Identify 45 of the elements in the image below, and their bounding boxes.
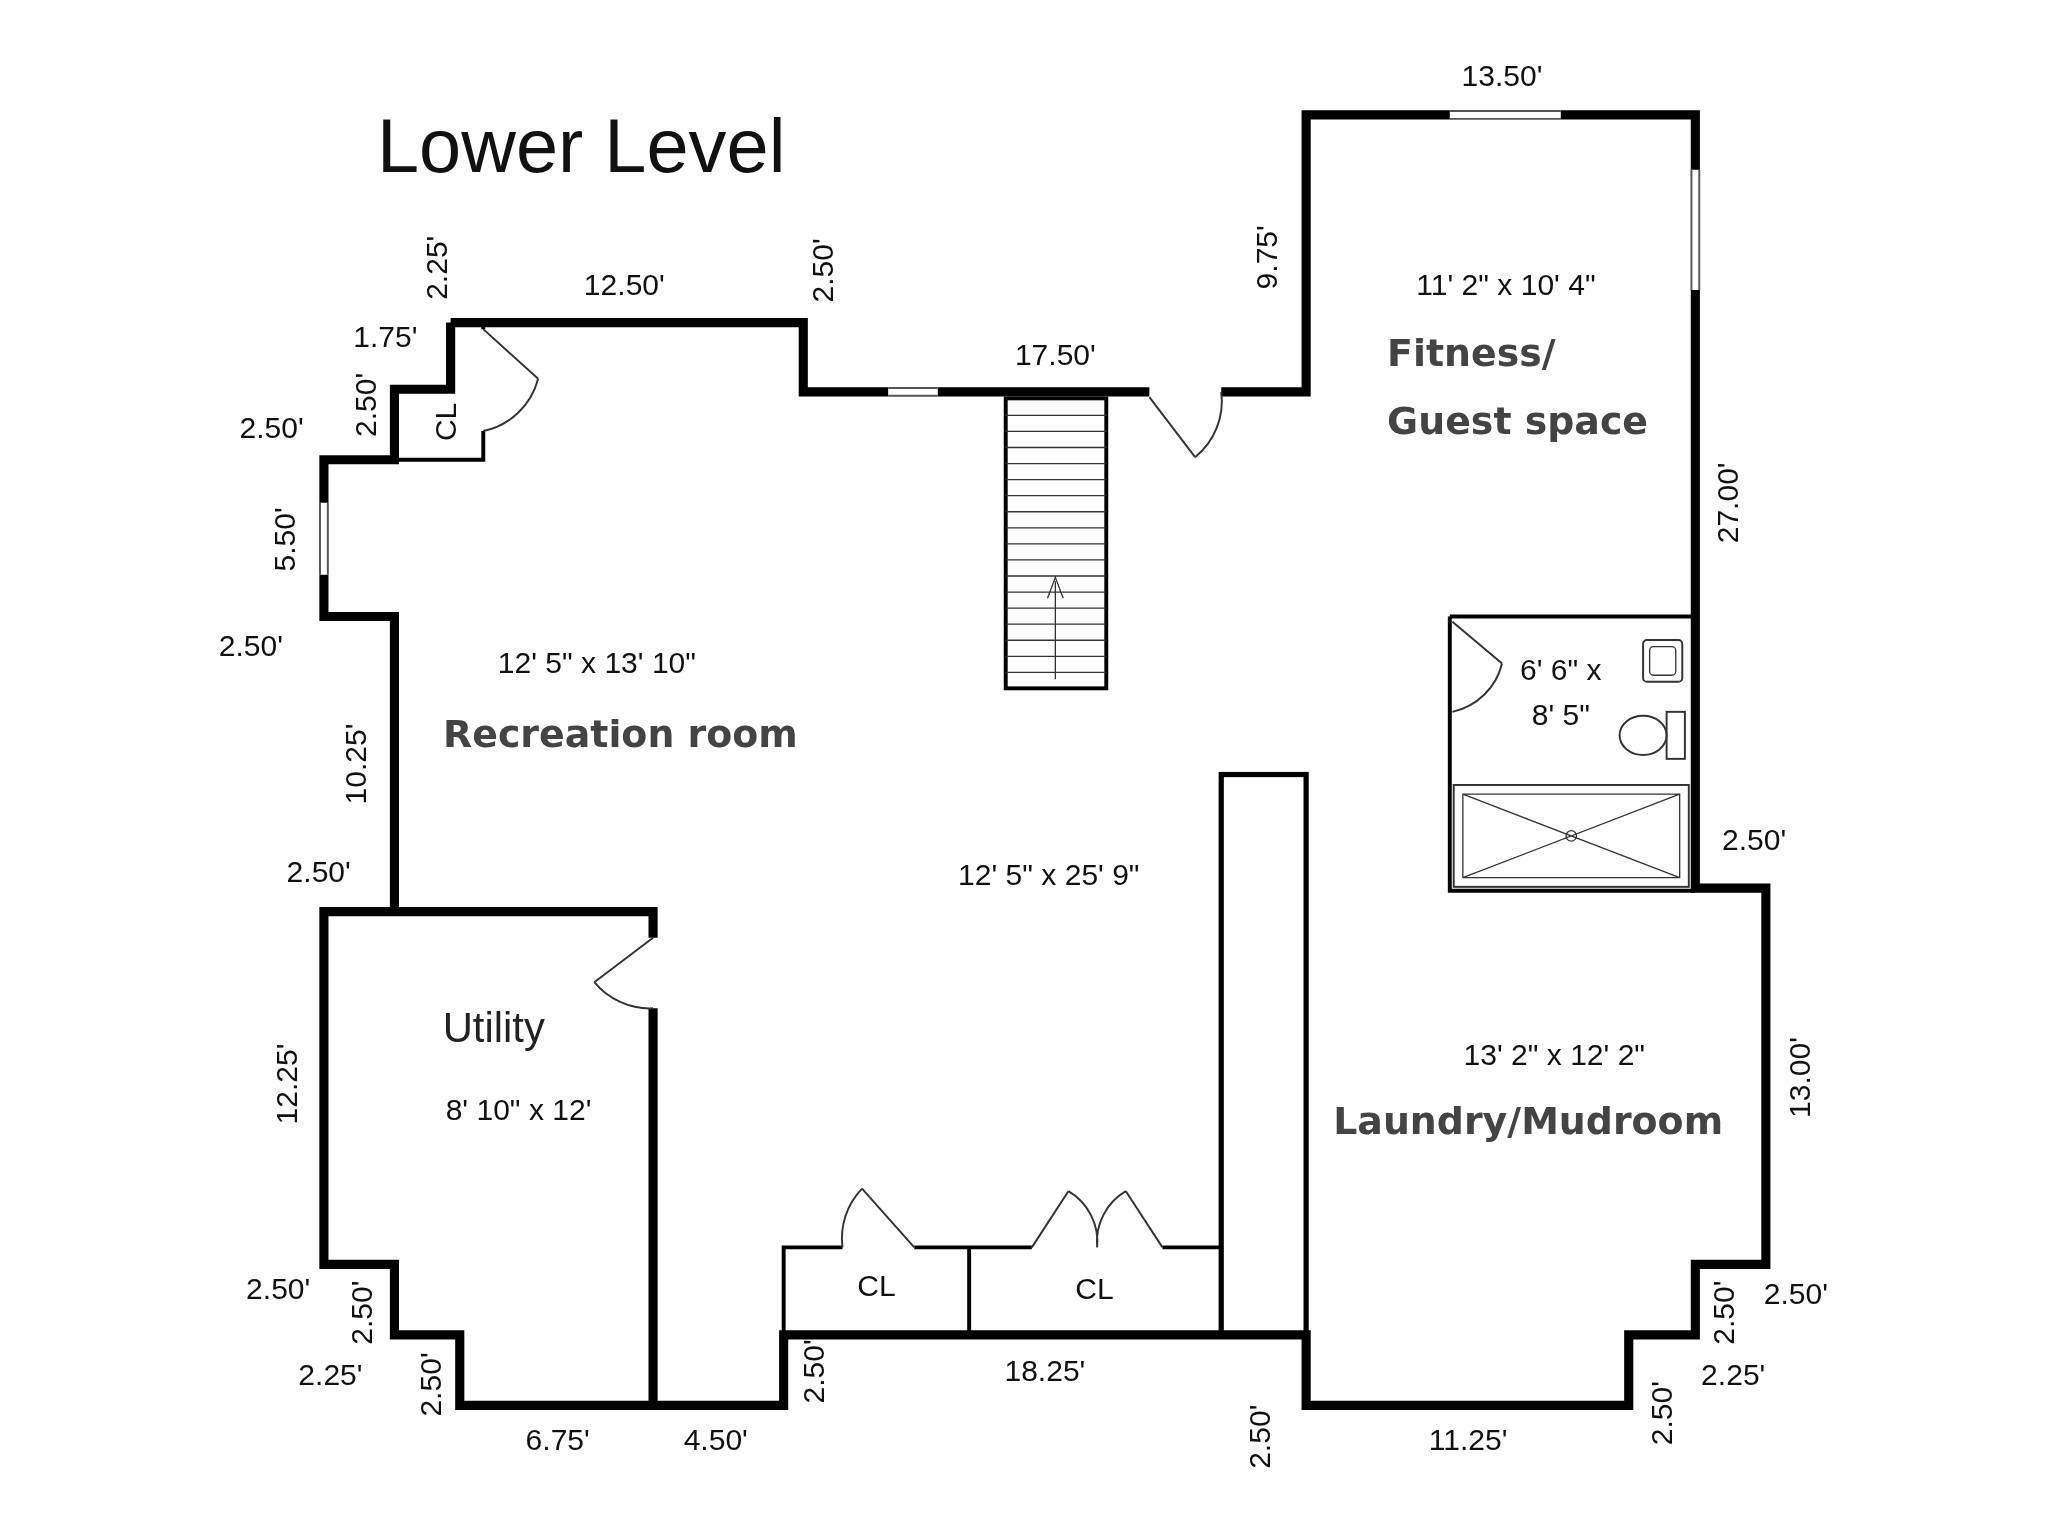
- dimension-text: 2.50': [246, 1274, 311, 1305]
- dimension-text: 5.50': [269, 507, 300, 572]
- dimension-text: 2.50': [239, 413, 304, 444]
- dimension-text: 2.25': [1701, 1360, 1766, 1391]
- dimension-text: 2.50': [1722, 824, 1787, 855]
- room-name: Utility: [442, 1007, 545, 1049]
- closet-label: CL: [1075, 1274, 1114, 1305]
- dimension-text: 18.25': [1004, 1356, 1086, 1387]
- closet-label: CL: [431, 402, 462, 442]
- dimension-text: 2.50': [807, 238, 838, 303]
- room-name: Laundry/Mudroom: [1332, 1097, 1725, 1145]
- dimension-text: 2.25': [298, 1360, 363, 1391]
- dimension-text: 12.50': [583, 269, 665, 300]
- dimension-text: 2.50': [1647, 1381, 1678, 1446]
- dimension-text: 9.75': [1251, 225, 1282, 290]
- dimension-text: 27.00': [1713, 462, 1743, 544]
- room-dimensions: 12' 5" x 13' 10": [497, 648, 696, 679]
- dimension-text: 2.50': [346, 1280, 377, 1345]
- dimension-text: 2.50': [350, 372, 381, 437]
- dimension-text: 2.50': [416, 1352, 447, 1417]
- room-dimensions: 13' 2" x 12' 2": [1463, 1040, 1645, 1071]
- dimension-text: 2.50': [1709, 1280, 1740, 1345]
- dimension-text: 2.25': [422, 235, 453, 300]
- room-dimensions: 11' 2" x 10' 4": [1416, 269, 1596, 300]
- dimension-text: 13.00': [1784, 1037, 1815, 1118]
- dimension-text: 6.75': [525, 1425, 590, 1456]
- room-name: Recreation room: [442, 710, 799, 759]
- dimension-text: 1.75': [353, 321, 418, 352]
- dimension-text: 2.50': [1763, 1279, 1828, 1310]
- dimension-text: 2.50': [286, 857, 351, 888]
- room-dimensions: 12' 5" x 25' 9": [958, 860, 1140, 891]
- dimension-text: 12.25': [272, 1043, 303, 1125]
- closet-label: CL: [857, 1271, 896, 1302]
- dimension-text: 17.50': [1014, 340, 1096, 371]
- floor-title: Lower Level: [377, 108, 786, 185]
- dimension-text: 2.50': [218, 631, 283, 662]
- room-name: Fitness/ Guest space: [1387, 329, 1650, 445]
- dimension-text: 10.25': [341, 723, 372, 805]
- dimension-text: 13.50': [1461, 60, 1543, 91]
- dimension-text: 11.25': [1428, 1425, 1508, 1456]
- room-dimensions: 6' 6" x 8' 5": [1519, 652, 1603, 734]
- dimension-text: 4.50': [683, 1425, 748, 1456]
- room-dimensions: 8' 10" x 12': [445, 1095, 592, 1126]
- dimension-text: 2.50': [798, 1339, 829, 1404]
- dimension-text: 2.50': [1245, 1404, 1276, 1469]
